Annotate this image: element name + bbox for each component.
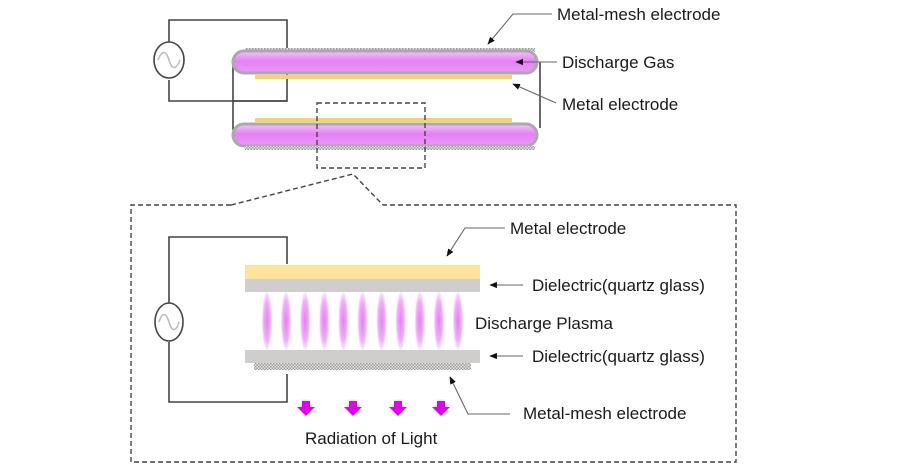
plasma-filament (433, 292, 444, 350)
label-detail-metal-mesh: Metal-mesh electrode (523, 404, 686, 423)
label-top-metal-electrode: Metal electrode (562, 95, 678, 114)
light-arrow-icon (432, 401, 450, 416)
top-tube-link-wire (232, 62, 541, 130)
plasma-filament (453, 292, 463, 350)
zoom-callout-lines (230, 173, 384, 206)
detail-dielectric-bottom (245, 350, 480, 363)
leader-detail-metal-mesh (449, 376, 510, 415)
light-arrow-icon (344, 401, 362, 416)
detail-frame (130, 204, 737, 463)
leader-top-metal-mesh (487, 13, 552, 45)
plasma-filament (281, 292, 292, 350)
detail-circuit-wire (168, 236, 288, 403)
plasma-filament (357, 292, 368, 350)
plasma-filament (319, 292, 330, 350)
zoom-region-box (316, 102, 426, 169)
label-radiation-of-light: Radiation of Light (305, 429, 438, 448)
label-discharge-plasma: Discharge Plasma (475, 314, 613, 333)
leader-top-metal-electrode (512, 83, 557, 104)
top-tube-2 (231, 122, 539, 148)
plasma-filament (338, 292, 349, 350)
label-top-metal-mesh: Metal-mesh electrode (557, 5, 720, 24)
plasma-filament (262, 292, 272, 350)
detail-view: Metal electrode Dielectric(quartz glass)… (130, 204, 737, 463)
radiation-arrows (297, 401, 450, 416)
light-arrow-icon (389, 401, 407, 416)
top-ac-source (153, 41, 185, 79)
label-dielectric-bottom: Dielectric(quartz glass) (532, 347, 705, 366)
detail-ac-source (154, 302, 184, 342)
sine-wave-icon (158, 313, 180, 331)
label-detail-metal-electrode: Metal electrode (510, 219, 626, 238)
detail-metal-mesh (254, 363, 471, 370)
plasma-filament (300, 292, 311, 350)
leader-detail-metal-electrode (446, 227, 505, 257)
top-tube-2-metal-electrode (255, 118, 512, 122)
label-dielectric-top: Dielectric(quartz glass) (532, 276, 705, 295)
top-view: Metal-mesh electrode Discharge Gas Metal… (153, 5, 720, 206)
label-discharge-gas: Discharge Gas (562, 53, 674, 72)
plasma-filament (414, 292, 425, 350)
detail-metal-electrode (245, 265, 480, 279)
discharge-plasma (262, 292, 463, 350)
plasma-filament (376, 292, 387, 350)
top-tube-2-mesh (245, 146, 535, 150)
top-tube-1-metal-electrode (255, 75, 512, 79)
detail-dielectric-top (245, 279, 480, 292)
light-arrow-icon (297, 401, 315, 416)
sine-wave-icon (157, 51, 181, 69)
top-circuit-wire (168, 19, 288, 102)
plasma-filament (395, 292, 406, 350)
top-tube-1 (231, 49, 539, 75)
